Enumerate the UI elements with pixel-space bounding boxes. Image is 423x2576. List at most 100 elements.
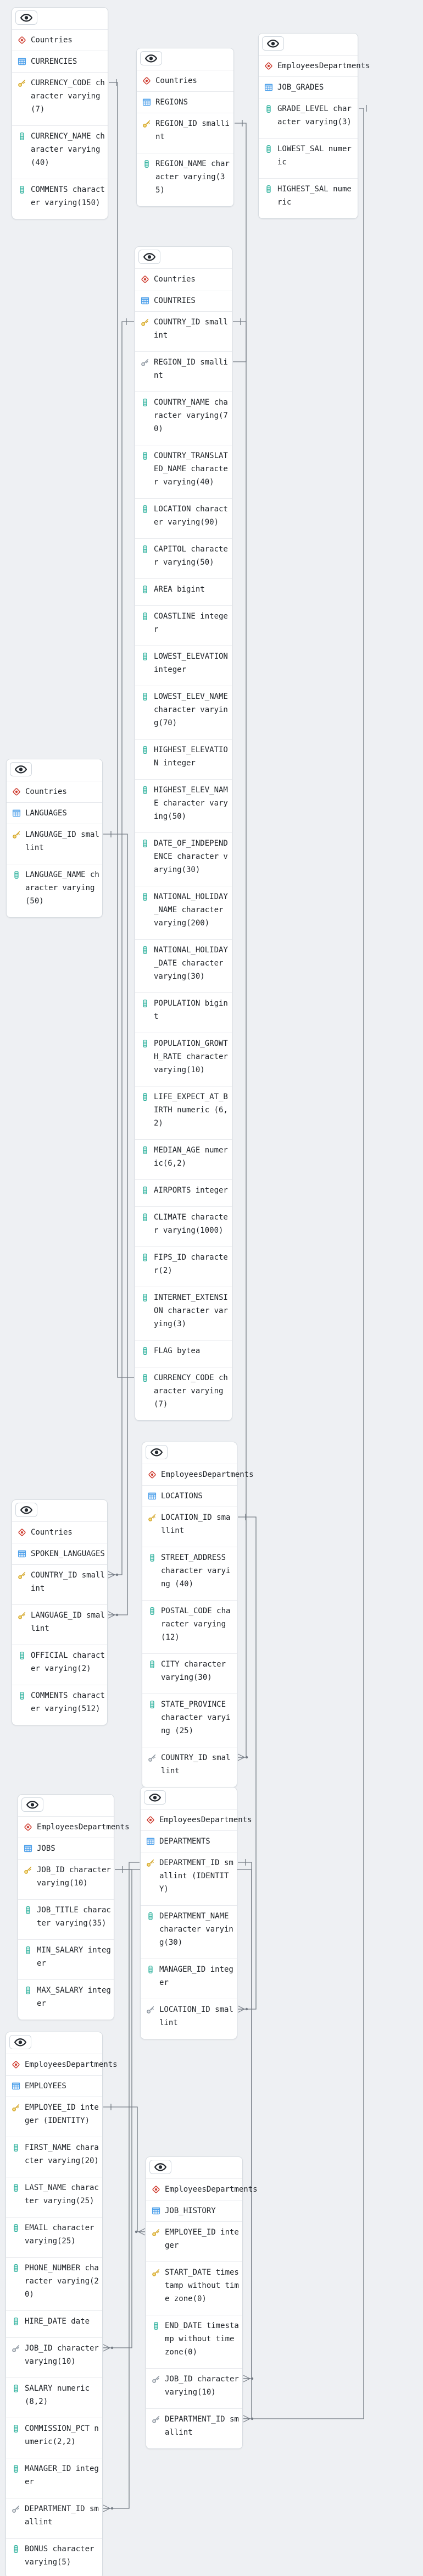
field-label: POSTAL_CODE character varying(12) <box>161 1606 231 1642</box>
field-row-job_title: JOB_TITLE character varying(35) <box>18 1900 114 1940</box>
column-icon <box>141 946 149 955</box>
primary-key-icon <box>152 2268 160 2277</box>
column-icon <box>141 692 149 701</box>
table-toolbar <box>259 34 358 56</box>
relationship-line <box>243 108 364 2419</box>
table-name-label: DEPARTMENTS <box>159 1836 210 1846</box>
field-label: AIRPORTS integer <box>154 1185 228 1195</box>
schema-icon <box>142 76 151 85</box>
column-icon <box>148 1607 157 1615</box>
relationship-line <box>138 2228 146 2236</box>
foreign-key-icon <box>152 2415 160 2424</box>
visibility-toggle-button[interactable] <box>10 762 32 776</box>
visibility-toggle-button[interactable] <box>144 1790 166 1805</box>
column-icon <box>141 652 149 661</box>
column-icon <box>152 2321 160 2330</box>
field-row-phone_number: PHONE_NUMBER character varying(20) <box>6 2258 102 2311</box>
visibility-toggle-button[interactable] <box>9 2035 31 2049</box>
field-label: POPULATION bigint <box>154 999 228 1021</box>
table-toolbar <box>6 2032 102 2054</box>
field-row-currency_code: CURRENCY_CODE character varying (7) <box>12 73 108 126</box>
eye-icon <box>150 1448 163 1457</box>
schema-name-label: EmployeesDepartments <box>165 2185 258 2194</box>
field-label: LANGUAGE_NAME character varying (50) <box>25 870 99 906</box>
cardinality-dot <box>115 1613 119 1617</box>
field-row-department_id: DEPARTMENT_ID smallint <box>6 2498 102 2539</box>
field-row-highest_sal: HIGHEST_SAL numeric <box>259 179 358 218</box>
table-name: JOB_GRADES <box>259 77 358 98</box>
foreign-key-icon <box>152 2375 160 2384</box>
visibility-toggle-button[interactable] <box>138 250 160 264</box>
visibility-toggle-button[interactable] <box>15 1503 37 1517</box>
field-row-max_salary: MAX_SALARY integer <box>18 1980 114 2020</box>
column-icon <box>24 1946 32 1955</box>
schema-name: EmployeesDepartments <box>18 1817 130 1838</box>
primary-key-icon <box>18 1611 26 1620</box>
field-row-population: POPULATION bigint <box>135 993 232 1033</box>
column-icon <box>24 1986 32 1995</box>
table-icon <box>141 296 149 305</box>
table-icon <box>12 809 21 818</box>
field-label: COUNTRY_TRANSLATED_NAME character varyin… <box>154 451 228 487</box>
table-name-label: EMPLOYEES <box>25 2081 66 2090</box>
column-icon <box>146 1912 155 1921</box>
table-icon <box>264 83 273 92</box>
column-icon <box>12 2143 20 2152</box>
field-row-national_holiday_date: NATIONAL_HOLIDAY_DATE character varying(… <box>135 940 232 993</box>
schema-icon <box>148 1470 157 1479</box>
schema-name-label: Countries <box>154 274 196 284</box>
field-label: LAST_NAME character varying(25) <box>25 2183 99 2205</box>
table-name: DEPARTMENTS <box>141 1831 237 1852</box>
table-name-label: SPOKEN_LANGUAGES <box>31 1549 105 1558</box>
relationship-line <box>243 2375 251 2382</box>
column-icon <box>12 2545 20 2553</box>
visibility-toggle-button[interactable] <box>149 2160 171 2174</box>
field-label: COUNTRY_ID smallint <box>161 1753 231 1775</box>
column-icon <box>18 132 26 141</box>
primary-key-icon <box>142 119 151 128</box>
table-name: LANGUAGES <box>7 803 102 824</box>
column-icon <box>148 1553 157 1562</box>
field-label: LOWEST_ELEVATION integer <box>154 652 233 674</box>
field-label: HIRE_DATE date <box>25 2316 90 2326</box>
relationship-line <box>109 82 134 1378</box>
eye-icon <box>20 14 33 22</box>
table-icon <box>12 2082 20 2090</box>
table-name-label: COUNTRIES <box>154 296 196 305</box>
column-icon <box>141 892 149 901</box>
field-label: MAX_SALARY integer <box>37 1985 111 2008</box>
field-row-job_id: JOB_ID character varying(10) <box>6 2338 102 2378</box>
table-name-label: JOB_GRADES <box>277 82 324 92</box>
table-toolbar <box>146 2157 242 2179</box>
column-icon <box>141 786 149 795</box>
visibility-toggle-button[interactable] <box>21 1797 43 1812</box>
field-row-email: EMAIL character varying(25) <box>6 2218 102 2258</box>
column-icon <box>141 545 149 554</box>
column-icon <box>141 451 149 460</box>
field-label: END_DATE timestamp without time zone(0) <box>165 2321 239 2357</box>
visibility-toggle-button[interactable] <box>15 10 37 25</box>
field-label: COUNTRY_NAME character varying(70) <box>154 398 228 433</box>
eye-icon <box>26 1801 39 1809</box>
field-label: COASTLINE integer <box>154 611 228 634</box>
visibility-toggle-button[interactable] <box>262 36 284 51</box>
field-row-comments: COMMENTS character varying(150) <box>12 179 108 219</box>
visibility-toggle-button[interactable] <box>146 1445 168 1459</box>
field-label: OFFICIAL character varying(2) <box>31 1651 105 1673</box>
visibility-toggle-button[interactable] <box>140 51 162 65</box>
field-row-manager_id: MANAGER_ID integer <box>141 1959 237 1999</box>
field-label: FIPS_ID character(2) <box>154 1253 228 1275</box>
field-label: MIN_SALARY integer <box>37 1945 111 1968</box>
field-label: CITY character varying(30) <box>161 1659 231 1682</box>
